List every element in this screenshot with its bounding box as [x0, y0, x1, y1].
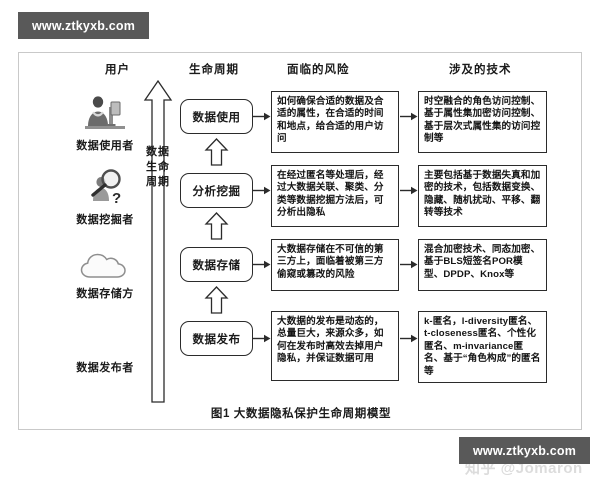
data-lifecycle-arrow	[143, 79, 173, 405]
connector-arrow-icon	[253, 334, 271, 343]
watermark-badge-top: www.ztkyxb.com	[18, 12, 149, 39]
svg-text:?: ?	[112, 190, 121, 207]
magnifier-question-icon: ?	[59, 165, 151, 209]
zhihu-watermark: 知乎 @Jomaron	[465, 460, 583, 477]
cloud-icon	[59, 239, 151, 283]
connector-arrow-icon	[400, 112, 418, 121]
figure-caption: 图1 大数据隐私保护生命周期模型	[210, 408, 392, 420]
technology-box-data-storage: 混合加密技术、同态加密、基于BLS短签名POR模型、DPDP、Knox等	[418, 239, 547, 291]
user-role-data-miner: ? 数据挖掘者	[59, 165, 151, 227]
connector-arrow-icon	[400, 334, 418, 343]
watermark-badge-bottom: www.ztkyxb.com	[459, 437, 590, 464]
lifecycle-stage-data-storage[interactable]: 数据存储	[180, 247, 253, 282]
stage-up-arrow-icon	[204, 285, 229, 315]
risk-box-data-storage: 大数据存储在不可信的第三方上，面临着被第三方偷窥或篡改的风险	[271, 239, 399, 291]
risk-box-data-use: 如何确保合适的数据及合适的属性，在合适的时间和地点，给合适的用户访问	[271, 91, 399, 153]
stage-up-arrow-icon	[204, 137, 229, 167]
lifecycle-stage-data-use[interactable]: 数据使用	[180, 99, 253, 134]
lifecycle-stage-analysis-mining[interactable]: 分析挖掘	[180, 173, 253, 208]
person-at-desk-icon	[59, 91, 151, 135]
connector-arrow-icon	[253, 186, 271, 195]
publisher-icon-placeholder	[59, 313, 151, 357]
column-header-risks: 面临的风险	[287, 64, 350, 76]
data-lifecycle-arrow-label: 数据生命周期	[146, 146, 170, 188]
risk-box-analysis-mining: 在经过匿名等处理后，经过大数据关联、聚类、分类等数据挖掘方法后，可分析出隐私	[271, 165, 399, 227]
user-role-data-consumer: 数据使用者	[59, 91, 151, 153]
user-role-data-storage: 数据存储方	[59, 239, 151, 301]
risk-box-data-publishing: 大数据的发布是动态的，总量巨大，来源众多，如何在发布时高效去掉用户隐私，并保证数…	[271, 311, 399, 381]
lifecycle-stage-data-publishing[interactable]: 数据发布	[180, 321, 253, 356]
user-role-label: 数据存储方	[76, 288, 134, 300]
user-role-label: 数据使用者	[76, 140, 134, 152]
connector-arrow-icon	[253, 260, 271, 269]
user-role-label: 数据发布者	[76, 362, 134, 374]
connector-arrow-icon	[400, 186, 418, 195]
column-header-users: 用户	[105, 64, 130, 76]
user-role-data-publisher: 数据发布者	[59, 313, 151, 375]
column-header-technologies: 涉及的技术	[449, 64, 512, 76]
technology-box-data-publishing: k-匿名，l-diversity匿名、t-closeness匿名、个性化匿名、m…	[418, 311, 547, 383]
technology-box-analysis-mining: 主要包括基于数据失真和加密的技术，包括数据变换、隐藏、随机扰动、平移、翻转等技术	[418, 165, 547, 227]
technology-box-data-use: 时空融合的角色访问控制、基于属性集加密访问控制、基于层次式属性集的访问控制等	[418, 91, 547, 153]
user-role-label: 数据挖掘者	[76, 214, 134, 226]
figure-frame: 用户 生命周期 面临的风险 涉及的技术 数据使用者	[18, 52, 582, 477]
column-header-lifecycle: 生命周期	[189, 64, 239, 76]
stage-up-arrow-icon	[204, 211, 229, 241]
connector-arrow-icon	[400, 260, 418, 269]
connector-arrow-icon	[253, 112, 271, 121]
